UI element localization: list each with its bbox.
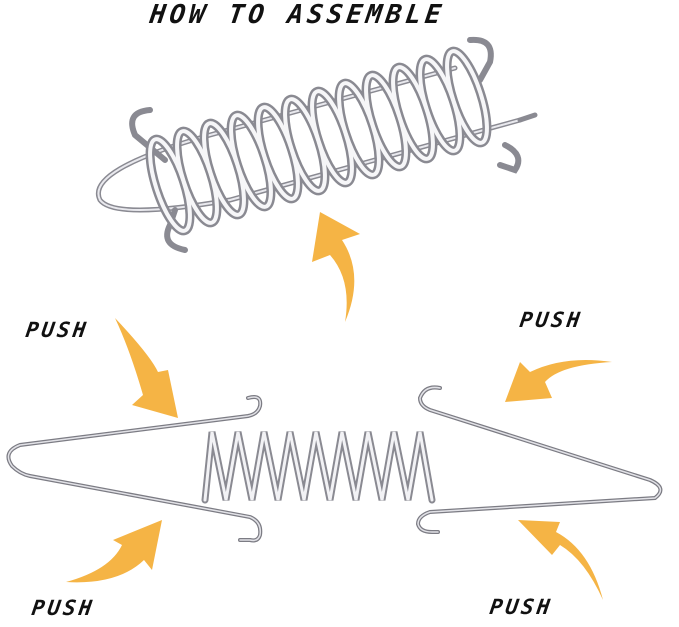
curved-arrow-left-icon — [505, 359, 612, 402]
loose-spring-icon — [201, 431, 436, 504]
page-title: HOW TO ASSEMBLE — [147, 0, 447, 30]
curved-arrow-down-right-icon — [115, 318, 178, 418]
right-wire-hook-icon — [415, 385, 663, 534]
curved-arrow-up-left-icon — [518, 520, 603, 600]
curved-arrow-up-icon — [312, 212, 360, 322]
assembled-spring-icon — [96, 36, 538, 253]
push-arrows — [66, 212, 612, 600]
curved-arrow-up-right-icon — [66, 520, 162, 583]
push-label-bottom-right: PUSH — [488, 595, 555, 619]
push-label-top-left: PUSH — [24, 318, 91, 342]
push-label-bottom-left: PUSH — [30, 596, 97, 620]
push-label-top-right: PUSH — [518, 308, 585, 332]
left-wire-hook-icon — [6, 395, 263, 543]
